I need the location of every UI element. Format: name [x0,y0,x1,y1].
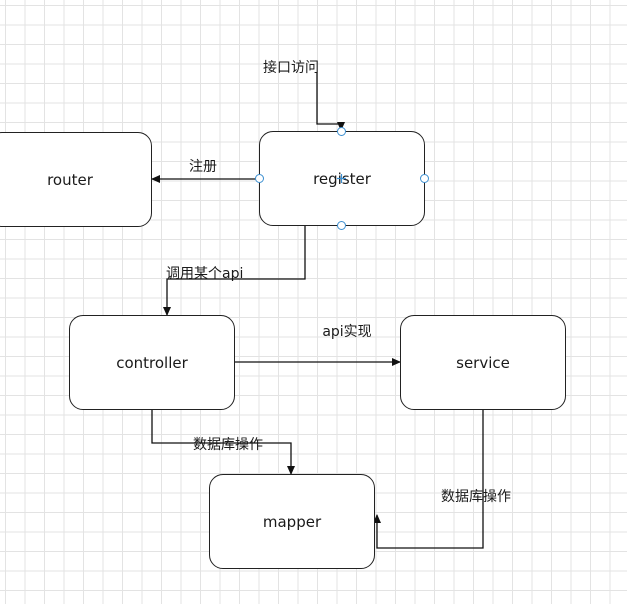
service-node-label: service [456,353,510,372]
router-node[interactable]: router [0,132,152,227]
label-interface-access[interactable]: 接口访问 [263,60,319,76]
register-move-handle-icon[interactable] [337,174,346,183]
mapper-node[interactable]: mapper [209,474,375,569]
register-connection-handle-right[interactable] [420,174,429,183]
controller-node-label: controller [116,353,188,372]
controller-node[interactable]: controller [69,315,235,410]
register-connection-handle-left[interactable] [255,174,264,183]
label-call-api[interactable]: 调用某个api [166,266,244,282]
edge-interface-access[interactable] [316,72,345,131]
edge-service-to-mapper[interactable] [373,410,484,549]
label-register[interactable]: 注册 [189,159,217,175]
label-api-impl[interactable]: api实现 [322,324,372,340]
service-node[interactable]: service [400,315,566,410]
label-db-op-right[interactable]: 数据库操作 [441,489,511,505]
router-node-label: router [47,170,93,189]
register-connection-handle-bottom[interactable] [337,221,346,230]
edge-controller-to-mapper[interactable] [151,410,295,475]
mapper-node-label: mapper [262,512,322,531]
register-connection-handle-top[interactable] [337,127,346,136]
edge-register-to-controller[interactable] [163,226,306,316]
label-db-op-left[interactable]: 数据库操作 [193,437,263,453]
